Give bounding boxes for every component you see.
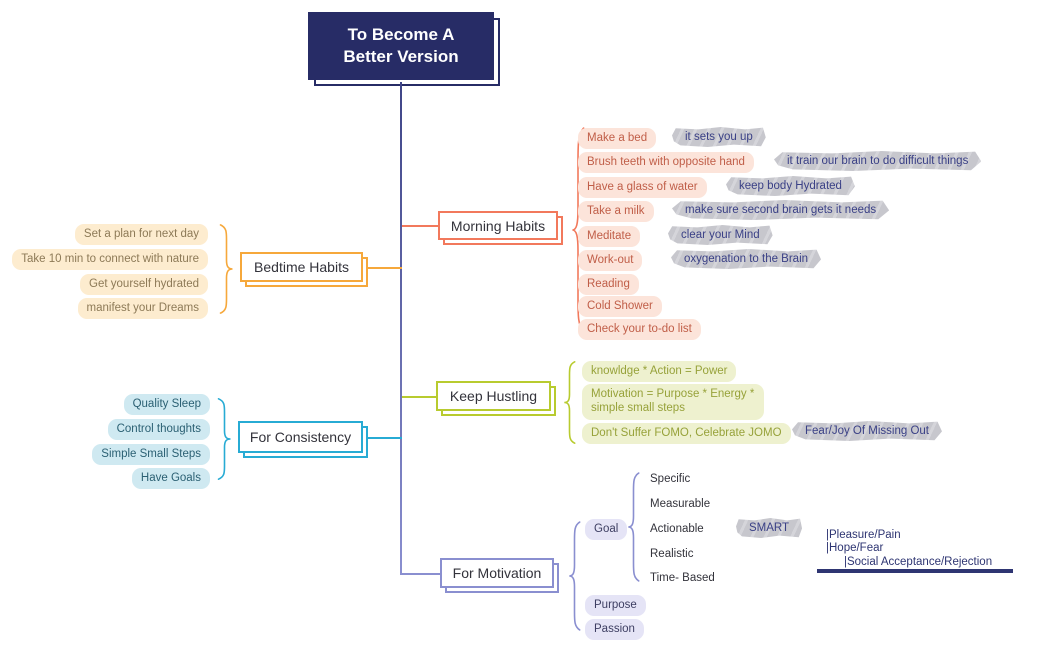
list-item[interactable]: Cold Shower bbox=[578, 296, 662, 318]
double-underline bbox=[817, 569, 1013, 573]
list-item[interactable]: Simple Small Steps bbox=[92, 444, 210, 466]
note-scribble[interactable]: it train our brain to do difficult thing… bbox=[774, 151, 982, 171]
goal-subitem[interactable]: Time- Based bbox=[650, 572, 715, 584]
node-label: Bedtime Habits bbox=[254, 259, 349, 275]
node-label: For Motivation bbox=[452, 565, 542, 581]
list-item[interactable]: Set a plan for next day bbox=[74, 224, 208, 246]
brace-right-icon bbox=[217, 398, 232, 480]
root-node[interactable]: To Become A Better Version bbox=[308, 12, 494, 80]
branch-line-morning bbox=[402, 225, 438, 227]
branch-line-consistency bbox=[366, 437, 402, 439]
list-item[interactable]: Reading bbox=[578, 274, 639, 296]
list-item[interactable]: Control thoughts bbox=[107, 419, 210, 441]
node-for-consistency[interactable]: For Consistency bbox=[238, 421, 363, 453]
note-scribble[interactable]: clear your Mind bbox=[668, 225, 773, 245]
list-item[interactable]: Take a milk bbox=[578, 201, 654, 223]
list-item[interactable]: Have Goals bbox=[131, 468, 210, 490]
list-item[interactable]: manifest your Dreams bbox=[77, 298, 208, 320]
node-keep-hustling[interactable]: Keep Hustling bbox=[436, 381, 551, 411]
node-label: For Consistency bbox=[249, 429, 352, 445]
branch-line-bedtime bbox=[366, 267, 402, 269]
list-item[interactable]: Passion bbox=[585, 619, 644, 641]
list-item[interactable]: Work-out bbox=[578, 250, 643, 272]
note-scribble[interactable]: keep body Hydrated bbox=[726, 176, 855, 196]
list-item[interactable]: Take 10 min to connect with nature bbox=[12, 249, 208, 271]
list-item[interactable]: Quality Sleep bbox=[123, 394, 210, 416]
list-item[interactable]: Don't Suffer FOMO, Celebrate JOMO bbox=[582, 423, 791, 445]
list-item[interactable]: Meditate bbox=[578, 226, 641, 248]
side-note-line[interactable]: |Hope/Fear bbox=[826, 542, 884, 554]
list-item[interactable]: Check your to-do list bbox=[578, 319, 701, 341]
node-for-motivation[interactable]: For Motivation bbox=[440, 558, 554, 588]
note-scribble[interactable]: SMART bbox=[736, 518, 803, 538]
goal-subitem[interactable]: Actionable bbox=[650, 523, 704, 535]
list-item[interactable]: Purpose bbox=[585, 595, 646, 617]
brace-left-icon bbox=[568, 521, 581, 631]
goal-subitem[interactable]: Measurable bbox=[650, 498, 711, 510]
list-item[interactable]: Get yourself hydrated bbox=[80, 274, 208, 296]
node-bedtime-habits[interactable]: Bedtime Habits bbox=[240, 252, 363, 282]
note-scribble[interactable]: oxygenation to the Brain bbox=[671, 249, 822, 269]
goal-subitem[interactable]: Realistic bbox=[650, 548, 694, 560]
note-scribble[interactable]: Fear/Joy Of Missing Out bbox=[792, 421, 942, 441]
brace-right-icon bbox=[219, 224, 234, 314]
list-item[interactable]: knowldge * Action = Power bbox=[582, 361, 737, 383]
side-note-line[interactable]: |Pleasure/Pain bbox=[826, 529, 901, 541]
note-scribble[interactable]: it sets you up bbox=[672, 127, 766, 147]
brace-left-icon bbox=[563, 361, 576, 444]
branch-line-motivation bbox=[400, 573, 440, 575]
trunk-line bbox=[400, 82, 402, 574]
note-scribble[interactable]: make sure second brain gets it needs bbox=[672, 200, 890, 220]
list-item[interactable]: Goal bbox=[585, 519, 628, 541]
node-morning-habits[interactable]: Morning Habits bbox=[438, 211, 558, 240]
goal-subitem[interactable]: Specific bbox=[650, 473, 691, 485]
list-item[interactable]: Have a glass of water bbox=[578, 177, 707, 199]
page-title: To Become A Better Version bbox=[343, 24, 459, 66]
node-label: Keep Hustling bbox=[449, 388, 538, 404]
list-item[interactable]: Motivation = Purpose * Energy * simple s… bbox=[582, 384, 764, 420]
branch-line-hustling bbox=[402, 396, 436, 398]
node-label: Morning Habits bbox=[450, 217, 546, 234]
side-note-line[interactable]: |Social Acceptance/Rejection bbox=[844, 556, 993, 568]
list-item[interactable]: Brush teeth with opposite hand bbox=[578, 152, 754, 174]
list-item[interactable]: Make a bed bbox=[578, 128, 657, 150]
brace-left-icon bbox=[627, 472, 640, 582]
